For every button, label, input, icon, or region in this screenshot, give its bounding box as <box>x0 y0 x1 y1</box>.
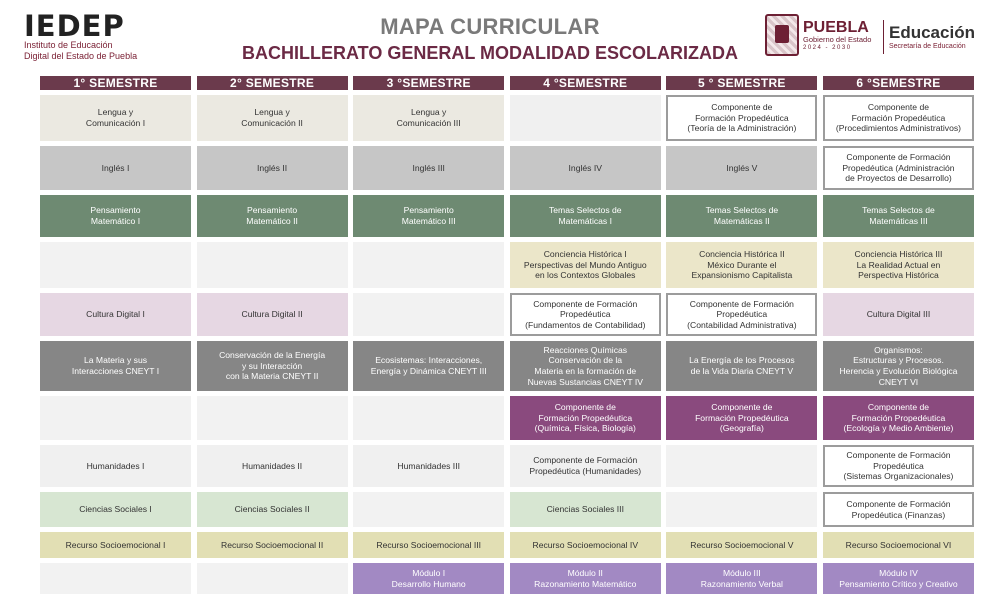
subject-cell: Organismos: Estructuras y Procesos. Here… <box>822 341 974 391</box>
subject-cell: Inglés III <box>353 146 505 190</box>
subject-cell: Temas Selectos de Matemáticas II <box>666 195 818 237</box>
subject-cell: Componente de Formación Propedéutica (Pr… <box>822 95 974 141</box>
empty-cell <box>196 563 348 594</box>
subject-cell: Humanidades II <box>196 445 348 487</box>
empty-cell <box>353 492 505 527</box>
subject-cell: Ecosistemas: Interacciones, Energía y Di… <box>353 341 505 391</box>
government-logos: PUEBLA Gobierno del Estado 2024 - 2030 E… <box>765 14 990 64</box>
subject-cell: Módulo I Desarrollo Humano <box>353 563 505 594</box>
subject-cell: Temas Selectos de Matemáticas I <box>509 195 661 237</box>
subject-cell: Recurso Socioemocional VI <box>822 532 974 558</box>
educacion-logo-sub: Secretaría de Educación <box>889 43 966 50</box>
subject-cell: Inglés IV <box>509 146 661 190</box>
subject-cell: Inglés V <box>666 146 818 190</box>
subject-cell: Ciencias Sociales I <box>40 492 191 527</box>
subject-cell: Componente de Formación Propedéutica (Fu… <box>509 293 661 336</box>
subject-cell: Inglés I <box>40 146 191 190</box>
puebla-logo-text: PUEBLA <box>803 19 869 36</box>
subject-cell: Componente de Formación Propedéutica (Ge… <box>666 396 818 440</box>
subject-cell: Lengua y Comunicación I <box>40 95 191 141</box>
subject-cell: Componente de Formación Propedéutica (Ad… <box>822 146 974 190</box>
empty-cell <box>196 242 348 288</box>
curriculum-grid: 1° SEMESTRE 2° SEMESTRE 3 °SEMESTRE 4 °SEME… <box>40 76 975 594</box>
empty-cell <box>353 242 505 288</box>
educacion-logo-text: Educación <box>889 23 975 42</box>
subject-cell: Conciencia Histórica II México Durante e… <box>666 242 818 288</box>
page-subtitle: BACHILLERATO GENERAL MODALIDAD ESCOLARIZ… <box>242 43 738 63</box>
subject-cell: Cultura Digital II <box>196 293 348 336</box>
subject-cell: Pensamiento Matemático II <box>196 195 348 237</box>
title-block: MAPA CURRICULAR BACHILLERATO GENERAL MOD… <box>230 14 750 64</box>
subject-cell: Lengua y Comunicación II <box>196 95 348 141</box>
iedep-subtitle-2: Digital del Estado de Puebla <box>24 51 138 61</box>
semester-header: 4 °SEMESTRE <box>509 76 661 90</box>
empty-cell <box>196 396 348 440</box>
subject-cell: Ciencias Sociales III <box>509 492 661 527</box>
subject-cell: Componente de Formación Propedéutica (Si… <box>822 445 974 487</box>
subject-cell: Cultura Digital I <box>40 293 191 336</box>
subject-cell: Reacciones Químicas Conservación de la M… <box>509 341 661 391</box>
subject-cell: La Energía de los Procesos de la Vida Di… <box>666 341 818 391</box>
subject-cell: Componente de Formación Propedéutica (Qu… <box>509 396 661 440</box>
subject-cell: Humanidades I <box>40 445 191 487</box>
subject-cell: Módulo II Razonamiento Matemático <box>509 563 661 594</box>
subject-cell: Recurso Socioemocional V <box>666 532 818 558</box>
empty-cell <box>40 563 191 594</box>
empty-cell <box>353 293 505 336</box>
empty-cell <box>666 492 818 527</box>
iedep-logo: IEDEP Instituto de Educación Digital del… <box>24 12 204 62</box>
subject-cell: La Materia y sus Interacciones CNEYT I <box>40 341 191 391</box>
semester-header: 5 ° SEMESTRE <box>666 76 818 90</box>
subject-cell: Conservación de la Energía y su Interacc… <box>196 341 348 391</box>
empty-cell <box>40 396 191 440</box>
subject-cell: Componente de Formación Propedéutica (Co… <box>666 293 818 336</box>
semester-header: 3 °SEMESTRE <box>353 76 505 90</box>
empty-cell <box>666 445 818 487</box>
subject-cell: Componente de Formación Propedéutica (Hu… <box>509 445 661 487</box>
empty-cell <box>353 396 505 440</box>
subject-cell: Componente de Formación Propedéutica (Fi… <box>822 492 974 527</box>
subject-cell: Componente de Formación Propedéutica (Ec… <box>822 396 974 440</box>
subject-cell: Pensamiento Matemático III <box>353 195 505 237</box>
iedep-subtitle-1: Instituto de Educación <box>24 40 113 50</box>
subject-cell: Lengua y Comunicación III <box>353 95 505 141</box>
puebla-logo-years: 2024 - 2030 <box>803 45 852 51</box>
subject-cell: Conciencia Histórica I Perspectivas del … <box>509 242 661 288</box>
subject-cell: Humanidades III <box>353 445 505 487</box>
empty-cell <box>509 95 661 141</box>
semester-header: 6 °SEMESTRE <box>822 76 974 90</box>
subject-cell: Inglés II <box>196 146 348 190</box>
subject-cell: Módulo IV Pensamiento Crítico y Creativo <box>822 563 974 594</box>
subject-cell: Recurso Socioemocional II <box>196 532 348 558</box>
subject-cell: Recurso Socioemocional I <box>40 532 191 558</box>
semester-header: 1° SEMESTRE <box>40 76 191 90</box>
subject-cell: Componente de Formación Propedéutica (Te… <box>666 95 818 141</box>
subject-cell: Módulo III Razonamiento Verbal <box>666 563 818 594</box>
subject-cell: Recurso Socioemocional IV <box>509 532 661 558</box>
subject-cell: Recurso Socioemocional III <box>353 532 505 558</box>
subject-cell: Ciencias Sociales II <box>196 492 348 527</box>
subject-cell: Temas Selectos de Matemáticas III <box>822 195 974 237</box>
page-title: MAPA CURRICULAR <box>380 14 600 39</box>
logo-divider <box>883 20 884 54</box>
subject-cell: Pensamiento Matemático I <box>40 195 191 237</box>
puebla-seal-icon <box>765 14 799 56</box>
subject-cell: Conciencia Histórica III La Realidad Act… <box>822 242 974 288</box>
subject-cell: Cultura Digital III <box>822 293 974 336</box>
semester-header: 2° SEMESTRE <box>196 76 348 90</box>
puebla-logo-sub: Gobierno del Estado <box>803 35 872 44</box>
iedep-logo-text: IEDEP <box>24 9 125 43</box>
empty-cell <box>40 242 191 288</box>
